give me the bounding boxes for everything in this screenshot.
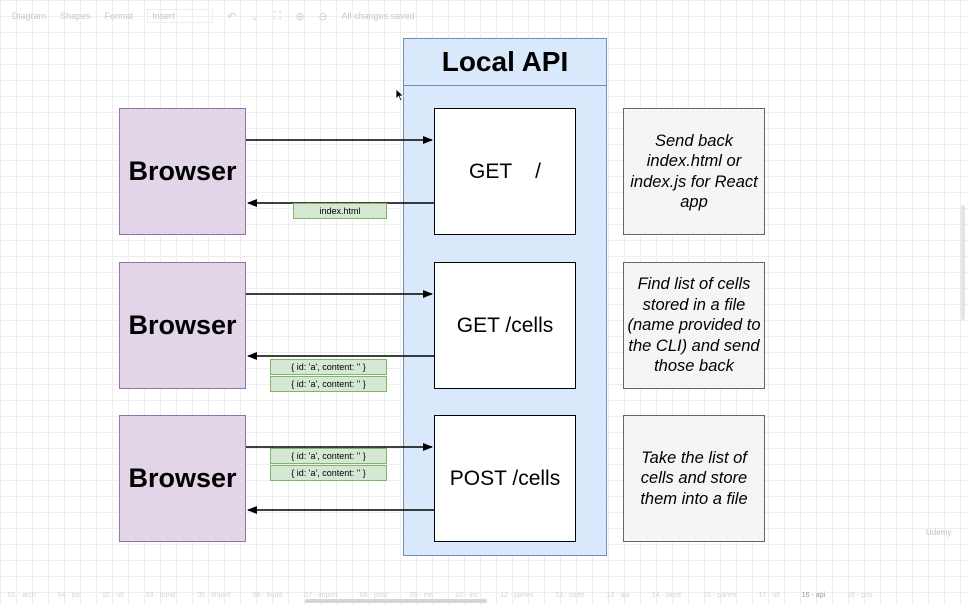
zoom-in-icon[interactable]: ⊕ (295, 10, 305, 23)
page-tab[interactable]: 08 - prod (359, 592, 388, 599)
note-post-cells[interactable]: Take the list of cells and store them in… (623, 415, 765, 542)
page-tab[interactable]: 04 - jsx (57, 592, 81, 599)
endpoint-post-cells[interactable]: POST /cells (434, 415, 576, 542)
browser-box-1[interactable]: Browser (119, 108, 246, 235)
page-tab[interactable]: 07 - import (304, 592, 338, 599)
page-tab[interactable]: 14 - store (651, 592, 682, 599)
page-tab[interactable]: 05 - import (197, 592, 231, 599)
browser-box-2[interactable]: Browser (119, 262, 246, 389)
insert-field[interactable]: Insert (147, 9, 214, 23)
page-tab[interactable]: 10 - inc (455, 592, 479, 599)
payload-cell-request-2[interactable]: { id: 'a', content: '' } (270, 465, 387, 481)
shapes-tab[interactable]: Shapes (60, 11, 91, 21)
page-tab[interactable]: 12 - panes (500, 592, 534, 599)
endpoint-get-root[interactable]: GET / (434, 108, 576, 235)
page-tab[interactable]: 06 - bund (252, 592, 283, 599)
save-status: All changes saved (341, 11, 415, 21)
undo-icon[interactable]: ↶ (227, 10, 237, 23)
payload-cell-response-2[interactable]: { id: 'a', content: '' } (270, 376, 387, 392)
page-tab[interactable]: 02 - ult (102, 592, 124, 599)
payload-cell-response-1[interactable]: { id: 'a', content: '' } (270, 359, 387, 375)
page-tab[interactable]: 15 - panes (703, 592, 737, 599)
page-tabs-bar: 01 - arch 04 - jsx 02 - ult 03 - bund 05 - i… (0, 586, 968, 605)
note-get-cells[interactable]: Find list of cells stored in a file (nam… (623, 262, 765, 389)
payload-index-html[interactable]: index.html (293, 203, 387, 219)
page-tab[interactable]: 16 - api (801, 592, 826, 599)
mouse-cursor-icon (395, 88, 405, 102)
page-tab[interactable]: 13 - code (555, 592, 585, 599)
page-tab[interactable]: 17 - ult (758, 592, 780, 599)
chevron-down-icon[interactable]: ⌄ (250, 10, 260, 23)
vertical-scrollbar[interactable] (961, 205, 965, 320)
payload-cell-request-1[interactable]: { id: 'a', content: '' } (270, 448, 387, 464)
zoom-out-icon[interactable]: ⊖ (318, 10, 328, 23)
page-tab[interactable]: 09 - ext (409, 592, 434, 599)
page-tab[interactable]: 01 - arch (8, 592, 36, 599)
fullscreen-icon[interactable]: ⛶ (273, 9, 282, 22)
endpoint-get-cells[interactable]: GET /cells (434, 262, 576, 389)
page-tab[interactable]: 03 - bund (145, 592, 176, 599)
udemy-watermark: Udemy (926, 528, 952, 537)
diagram-menu[interactable]: Diagram (12, 11, 47, 21)
format-tab[interactable]: Format (104, 11, 134, 21)
note-get-root[interactable]: Send back index.html or index.js for Rea… (623, 108, 765, 235)
page-tab[interactable]: 18 - pos (847, 592, 873, 599)
local-api-title: Local API (404, 39, 606, 86)
toolbar: Diagram Shapes Format Insert ↶ ⌄ ⛶ ⊕ ⊖ A… (0, 0, 968, 32)
browser-box-3[interactable]: Browser (119, 415, 246, 542)
horizontal-scrollbar[interactable] (305, 599, 487, 603)
page-tab[interactable]: 13 - api (606, 592, 630, 599)
